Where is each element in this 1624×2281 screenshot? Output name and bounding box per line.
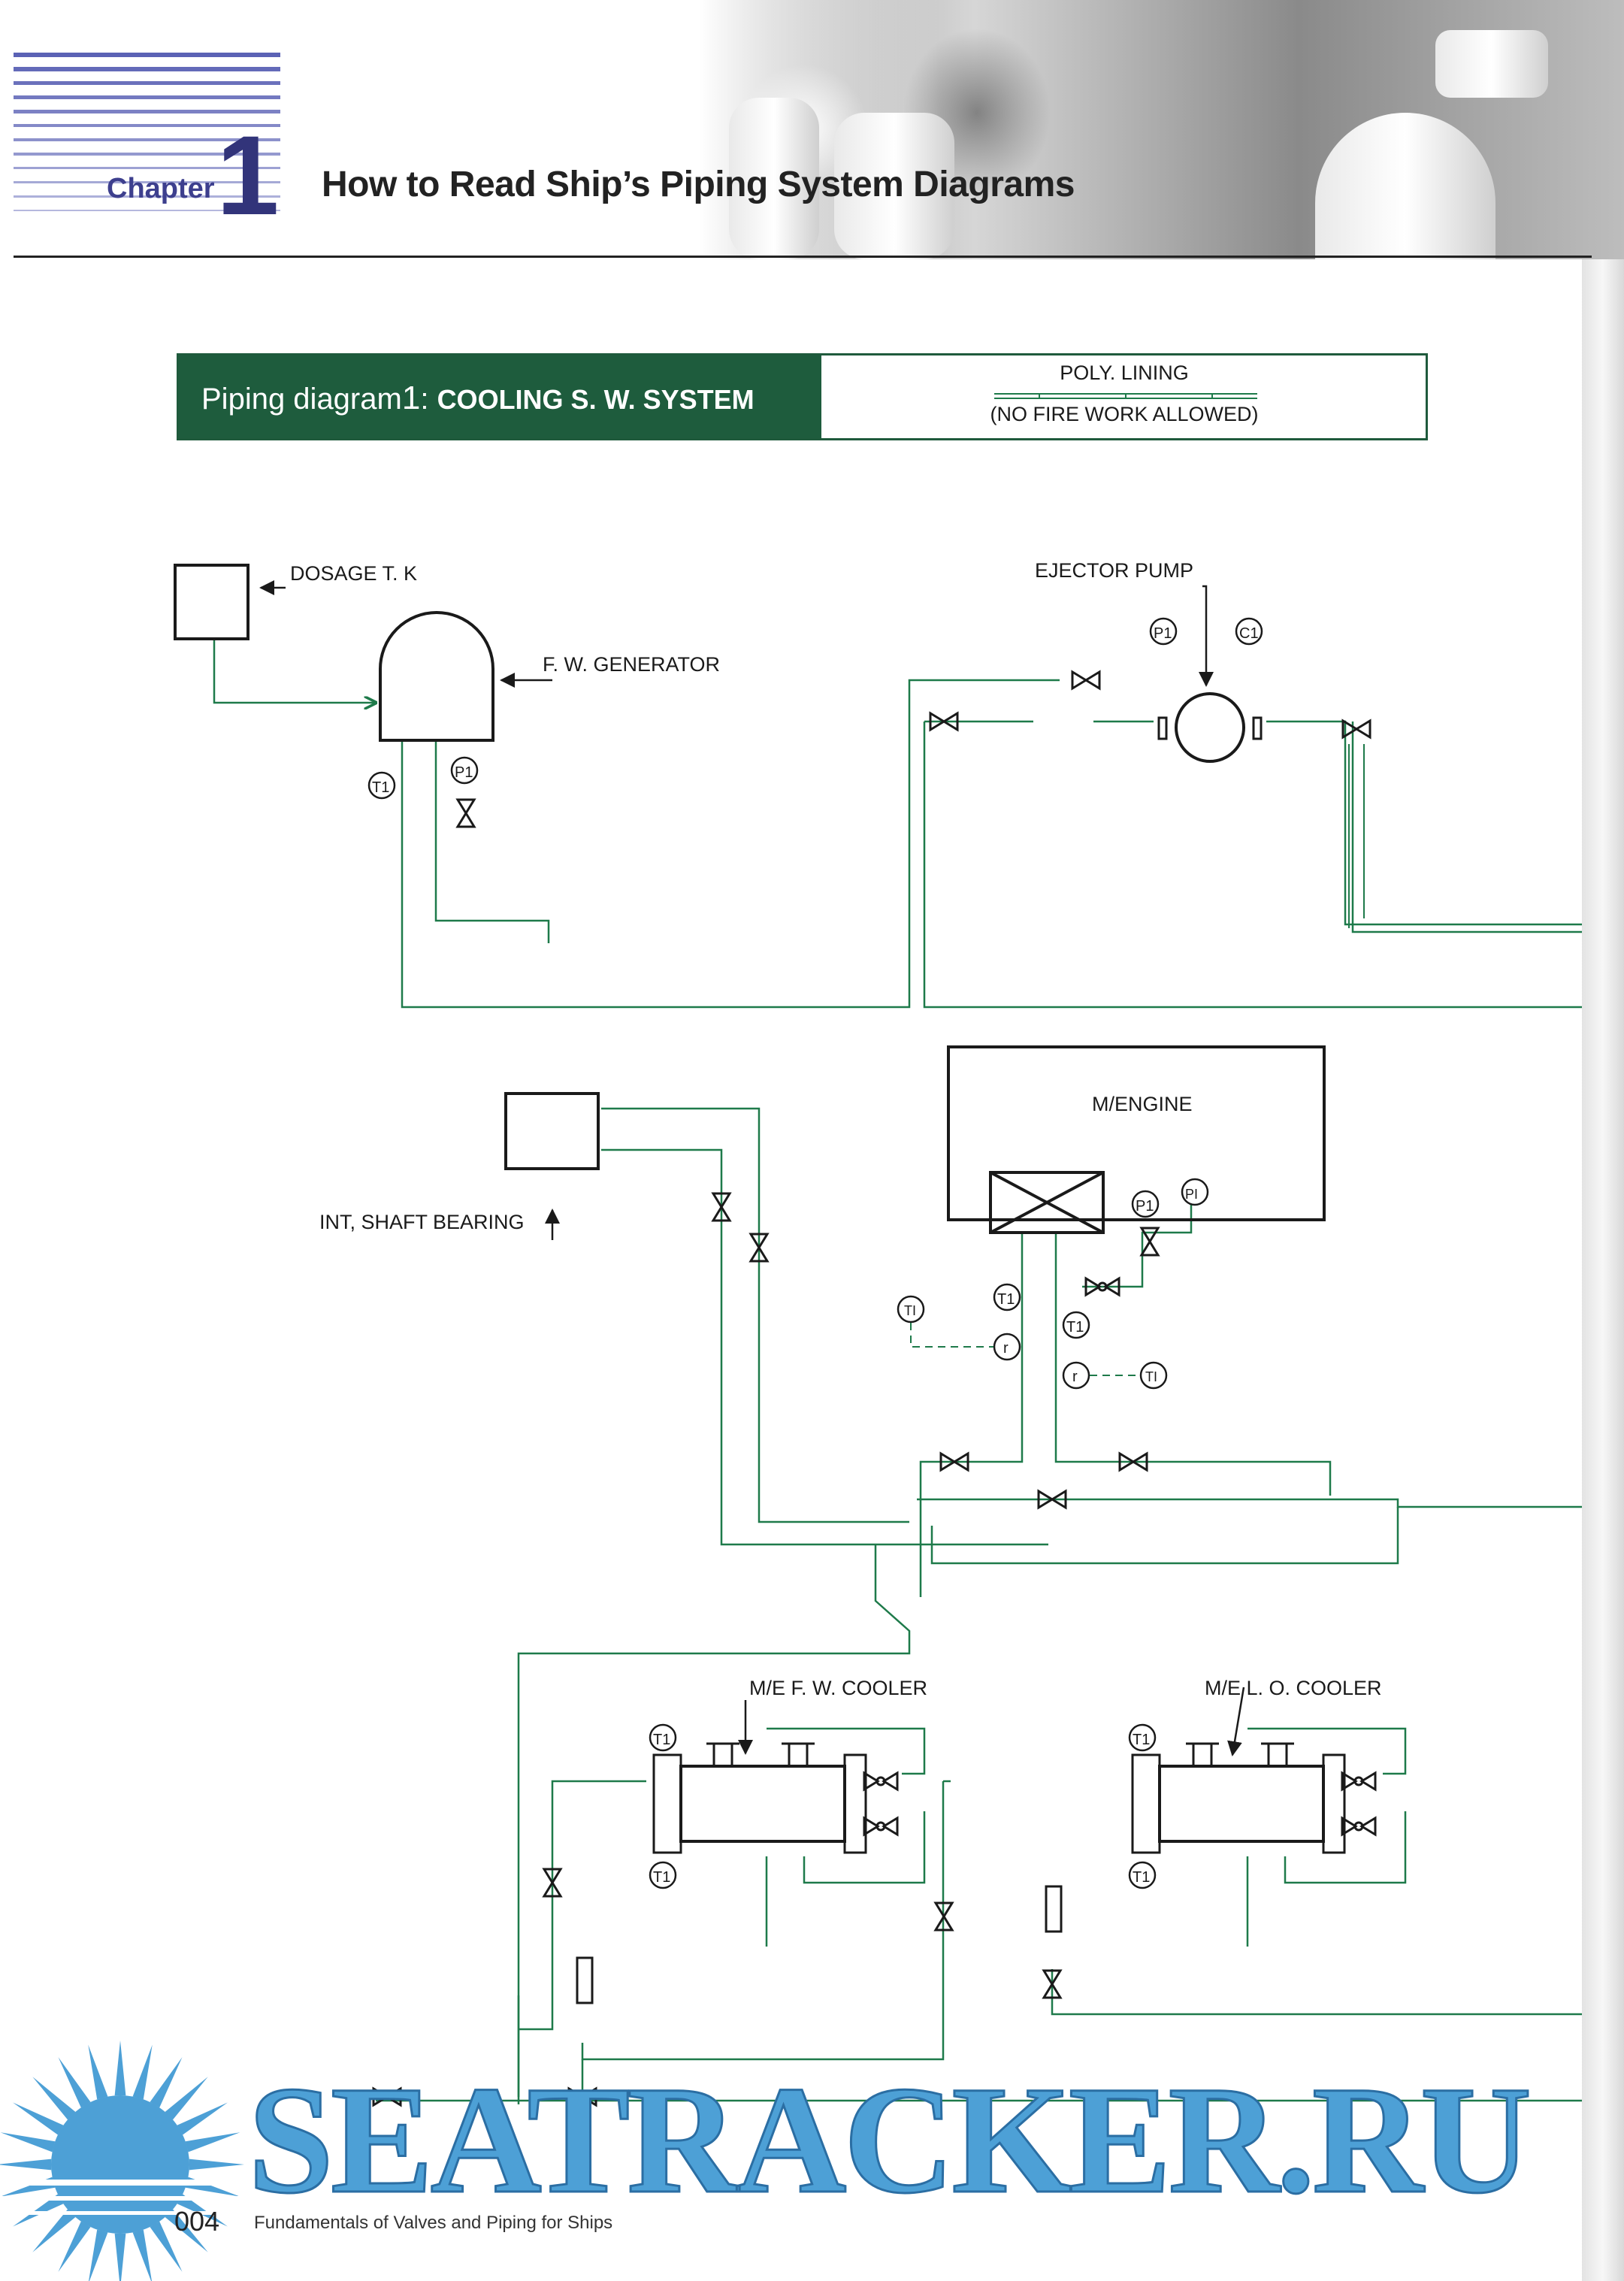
diagram-title-prefix: Piping diagram [201,383,402,416]
chapter-stripe [14,81,280,86]
tag-t1-fwcooler-bottom: T1 [653,1869,670,1886]
diagram-title-bar: Piping diagram1: COOLING S. W. SYSTEM PO… [177,353,1428,440]
tag-t1-locooler-top: T1 [1133,1732,1150,1748]
label-me-fw-cooler: M/E F. W. COOLER [749,1677,927,1699]
tag-ti-left: TI [904,1303,916,1318]
label-ejector-pump: EJECTOR PUMP [1035,559,1193,582]
page-title: How to Read Ship’s Piping System Diagram… [322,165,1075,204]
header-photo-valves [699,0,1624,259]
label-int-shaft-bearing: INT, SHAFT BEARING [319,1211,525,1233]
chapter-stripe [14,95,280,99]
tag-p1-fwgen: P1 [455,764,473,781]
chapter-stripe [14,124,280,128]
tag-r-right: r [1072,1369,1078,1385]
chapter-stripe [14,210,280,212]
chapter-stripe [14,138,280,141]
label-dosage-tank: DOSAGE T. K [290,562,417,585]
tag-r-left: r [1003,1340,1009,1357]
diagram-title-colon: : [420,383,429,416]
tag-t1-locooler-bottom: T1 [1133,1869,1150,1886]
tag-t1-fwcooler-top: T1 [653,1732,670,1748]
diagram-title: Piping diagram1: COOLING S. W. SYSTEM [201,380,755,417]
chapter-stripe [14,195,280,198]
label-m-engine: M/ENGINE [1092,1093,1193,1115]
tag-pi-engine: PI [1185,1187,1198,1202]
chapter-stripe [14,153,280,156]
chapter-stripe [14,167,280,170]
chapter-stripe [14,53,280,57]
chapter-stripe [14,110,280,113]
label-me-lo-cooler: M/E L. O. COOLER [1205,1677,1382,1699]
tag-t1-fwgen: T1 [372,779,389,796]
page-number: 004 [174,2206,220,2237]
footer-book-title: Fundamentals of Valves and Piping for Sh… [254,2213,613,2233]
tag-t1-inlet: T1 [1066,1319,1084,1336]
legend-poly-lining: POLY. LINING [1060,362,1189,384]
diagram-title-panel: Piping diagram1: COOLING S. W. SYSTEM [179,355,821,438]
tag-p1-ejector: P1 [1154,625,1172,642]
watermark-sun-icon [0,2040,248,2281]
legend-no-fire-work: (NO FIRE WORK ALLOWED) [990,403,1259,425]
tag-t1-outlet: T1 [997,1291,1015,1308]
chapter-header: Chapter 1 How to Read Ship’s Piping Syst… [0,0,1624,259]
tag-p1-engine: P1 [1136,1198,1154,1215]
chapter-label: Chapter [107,173,215,204]
chapter-stripe [14,181,280,183]
diagram-title-number: 1 [401,380,421,416]
label-fw-generator: F. W. GENERATOR [543,653,720,676]
chapter-number: 1 [216,112,280,238]
diagram-title-system: COOLING S. W. SYSTEM [437,384,755,415]
tag-ti-right: TI [1145,1369,1157,1384]
legend-double-line [994,393,1257,399]
watermark-text: SEATRACKER.RU [246,2055,1532,2225]
page-edge [1582,259,1624,2281]
chapter-stripes [14,53,280,222]
header-divider [14,256,1592,258]
chapter-stripe [14,67,280,71]
tag-c1-ejector: C1 [1239,625,1259,642]
